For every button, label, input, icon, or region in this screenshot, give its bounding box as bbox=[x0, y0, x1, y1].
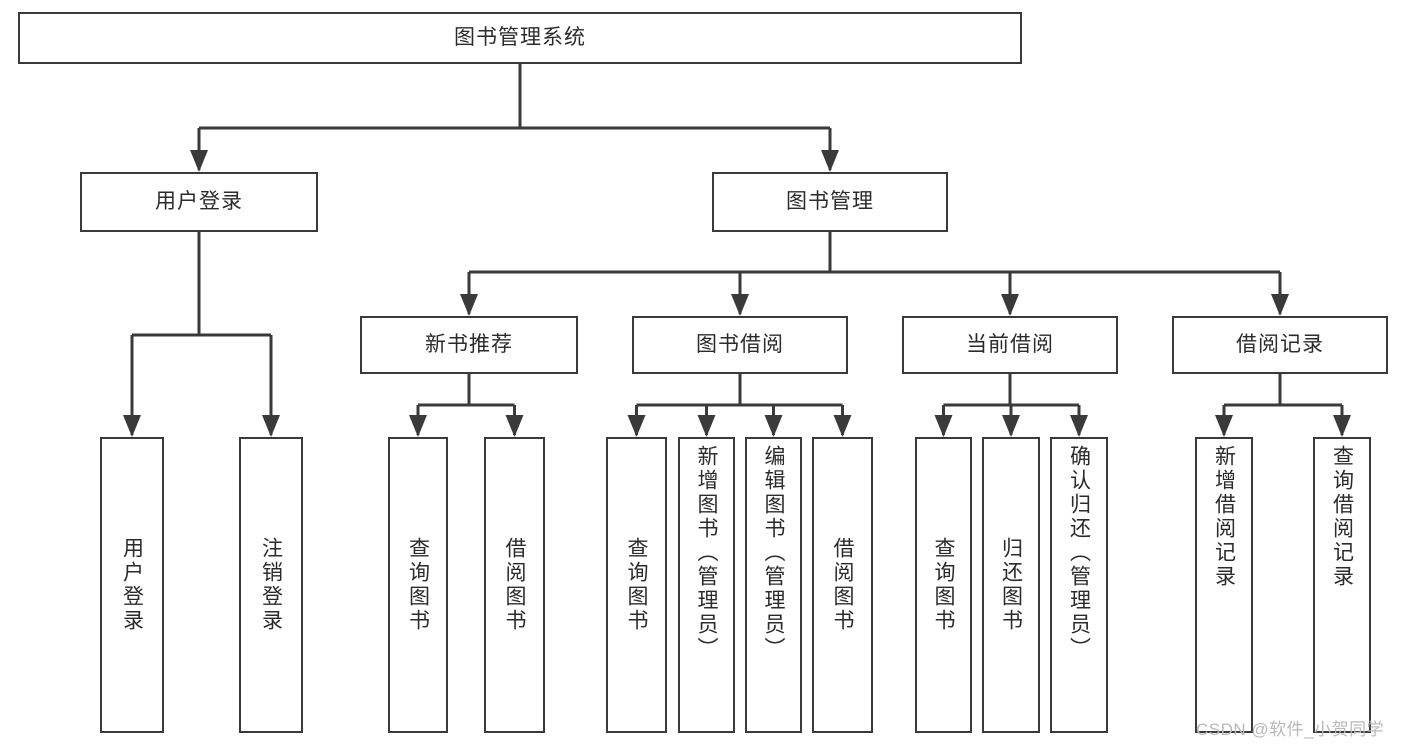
arrowhead-icon bbox=[1215, 415, 1233, 437]
node-label: 新增借阅记录 bbox=[1212, 445, 1236, 589]
node-user-login[interactable]: 用户登录 bbox=[80, 172, 318, 232]
node-leaf-add-record[interactable]: 新增借阅记录 bbox=[1195, 437, 1253, 733]
node-label: 图书管理系统 bbox=[454, 25, 586, 49]
arrowhead-icon bbox=[934, 415, 953, 437]
node-leaf-borrow-book-1[interactable]: 借阅图书 bbox=[484, 437, 545, 733]
node-leaf-edit-book[interactable]: 编辑图书（管理员） bbox=[745, 437, 802, 733]
node-new-books[interactable]: 新书推荐 bbox=[360, 316, 578, 374]
node-leaf-user-login[interactable]: 用户登录 bbox=[100, 437, 164, 733]
arrowhead-icon bbox=[1002, 415, 1020, 437]
node-label: 查询图书 bbox=[625, 537, 648, 633]
node-label: 查询图书 bbox=[932, 537, 955, 633]
arrowhead-icon bbox=[821, 150, 839, 172]
node-leaf-add-book[interactable]: 新增图书（管理员） bbox=[678, 437, 735, 733]
arrowhead-icon bbox=[123, 415, 141, 437]
node-leaf-query-book-2[interactable]: 查询图书 bbox=[606, 437, 667, 733]
node-leaf-query-book-3[interactable]: 查询图书 bbox=[915, 437, 972, 733]
arrowhead-icon bbox=[1271, 294, 1289, 316]
node-leaf-confirm-return[interactable]: 确认归还（管理员） bbox=[1050, 437, 1108, 733]
arrowhead-icon bbox=[731, 294, 749, 316]
node-label: 新书推荐 bbox=[425, 332, 513, 356]
node-label: 借阅图书 bbox=[503, 537, 526, 633]
arrowhead-icon bbox=[1070, 415, 1088, 437]
arrowhead-icon bbox=[1001, 294, 1019, 316]
node-label: 查询借阅记录 bbox=[1330, 445, 1354, 589]
node-label: 借阅记录 bbox=[1236, 332, 1324, 356]
node-leaf-return-book[interactable]: 归还图书 bbox=[982, 437, 1040, 733]
arrowhead-icon bbox=[460, 294, 478, 316]
arrowhead-icon bbox=[190, 150, 208, 172]
node-leaf-borrow-book-2[interactable]: 借阅图书 bbox=[812, 437, 873, 733]
node-label: 当前借阅 bbox=[966, 332, 1054, 356]
arrowhead-icon bbox=[627, 415, 646, 437]
node-label: 确认归还（管理员） bbox=[1067, 445, 1091, 661]
node-borrow-record[interactable]: 借阅记录 bbox=[1172, 316, 1388, 374]
node-label: 编辑图书（管理员） bbox=[762, 445, 785, 661]
node-root[interactable]: 图书管理系统 bbox=[18, 12, 1022, 64]
node-label: 用户登录 bbox=[120, 537, 144, 633]
arrowhead-icon bbox=[764, 415, 783, 437]
arrowhead-icon bbox=[697, 415, 716, 437]
node-label: 新增图书（管理员） bbox=[695, 445, 718, 661]
node-label: 用户登录 bbox=[155, 189, 243, 213]
node-current-borrow[interactable]: 当前借阅 bbox=[902, 316, 1118, 374]
node-book-manage[interactable]: 图书管理 bbox=[712, 172, 948, 232]
node-label: 注销登录 bbox=[259, 537, 283, 633]
arrowhead-icon bbox=[262, 415, 280, 437]
node-label: 图书借阅 bbox=[696, 332, 784, 356]
node-leaf-query-record[interactable]: 查询借阅记录 bbox=[1313, 437, 1371, 733]
node-label: 归还图书 bbox=[999, 537, 1023, 633]
arrowhead-icon bbox=[1333, 415, 1351, 437]
node-leaf-query-book-1[interactable]: 查询图书 bbox=[388, 437, 448, 733]
node-label: 图书管理 bbox=[786, 189, 874, 213]
arrowhead-icon bbox=[505, 415, 524, 437]
arrowhead-icon bbox=[409, 415, 427, 437]
node-leaf-logout[interactable]: 注销登录 bbox=[239, 437, 303, 733]
node-label: 借阅图书 bbox=[831, 537, 854, 633]
arrowhead-icon bbox=[833, 415, 852, 437]
node-book-borrow[interactable]: 图书借阅 bbox=[632, 316, 848, 374]
node-label: 查询图书 bbox=[406, 537, 430, 633]
